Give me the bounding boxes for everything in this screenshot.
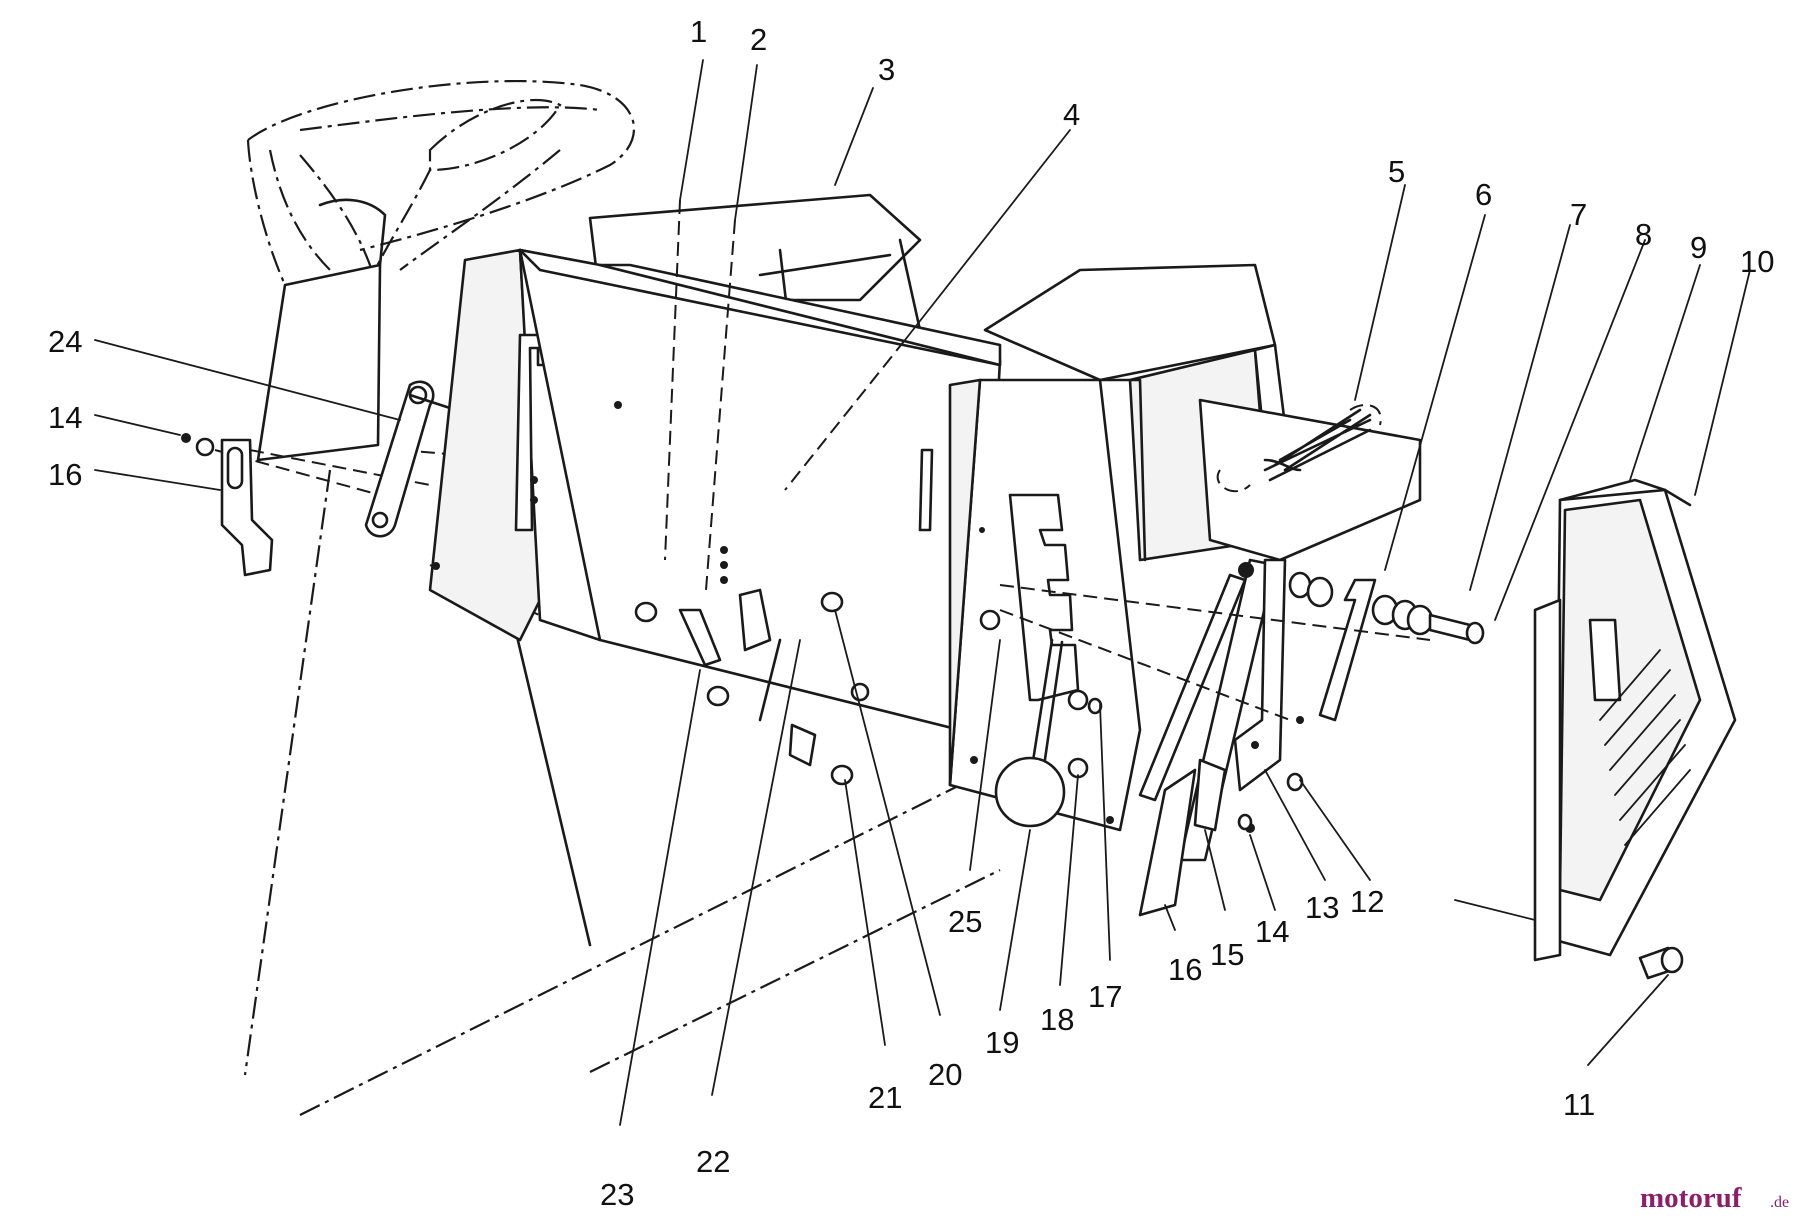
watermark-suffix: .de [1770,1194,1789,1211]
callout-8: 8 [1635,217,1652,252]
link-arm [1138,558,1287,917]
callout-18: 18 [1040,1002,1074,1037]
callout-7: 7 [1570,197,1587,232]
watermark: motoruf .de [1640,1182,1789,1214]
callout-1: 1 [690,14,707,49]
callout-11: 11 [1563,1087,1595,1122]
right-link-plate [999,571,1485,831]
shift-quadrant-panel [948,378,1142,832]
callout-21: 21 [868,1080,902,1115]
callout-labels: 1 2 3 4 5 6 7 8 9 10 11 12 13 14 15 16 1… [48,14,1774,1212]
callout-14-right: 14 [1255,914,1289,949]
callout-25: 25 [948,904,982,939]
leader-lines [94,59,1751,1126]
watermark-brand: motoruf [1640,1182,1742,1214]
steering-column [243,198,387,1076]
callout-14-left: 14 [48,400,82,435]
callout-4: 4 [1063,97,1080,132]
callout-23: 23 [600,1177,634,1212]
callout-12: 12 [1350,884,1384,919]
callout-6: 6 [1475,177,1492,212]
console-main-body [518,248,1002,737]
callout-20: 20 [928,1057,962,1092]
left-bracket [181,433,274,577]
spring [1216,404,1382,493]
callout-15: 15 [1210,937,1244,972]
callout-2: 2 [750,22,767,57]
callout-16-left: 16 [48,457,82,492]
callout-16-right: 16 [1168,952,1202,987]
right-fender-shroud [983,263,1422,562]
callout-17: 17 [1088,979,1122,1014]
callout-19: 19 [985,1025,1019,1060]
callout-9: 9 [1690,230,1707,265]
callout-5: 5 [1388,154,1405,189]
callout-22: 22 [696,1144,730,1179]
rear-cover-plate [1533,478,1737,980]
callout-3: 3 [878,52,895,87]
callout-10: 10 [1740,244,1774,279]
steering-wheel-phantom [246,80,636,286]
callout-24: 24 [48,324,82,359]
shift-lever [994,638,1066,828]
callout-13: 13 [1305,890,1339,925]
